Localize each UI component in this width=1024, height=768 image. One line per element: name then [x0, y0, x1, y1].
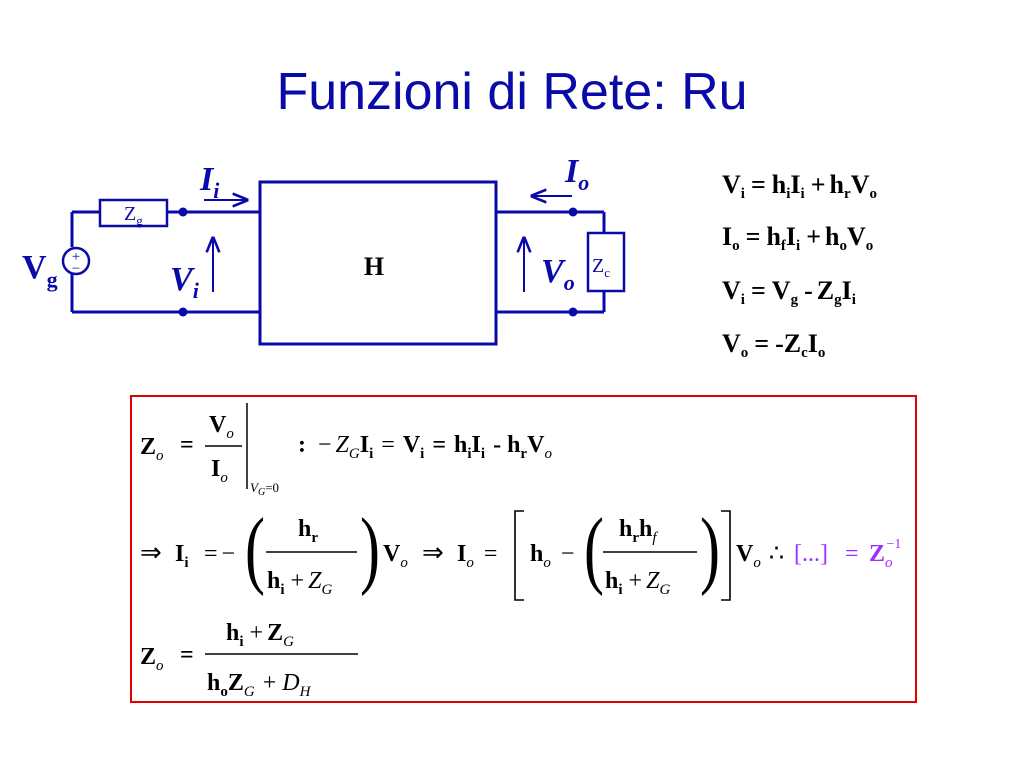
- l2-arrow: ⇒: [140, 538, 162, 567]
- l2-zo-inverse: Zo−1: [869, 537, 901, 571]
- l1-eq: =: [180, 432, 194, 458]
- l2-paren-open-1: (: [245, 501, 265, 598]
- zg-impedance: [98, 198, 169, 228]
- l2-ii: Ii: [175, 541, 189, 571]
- zc-label: Zc: [592, 255, 610, 280]
- zc-impedance: [586, 231, 626, 293]
- l2-f2-den: hi+ZG: [605, 568, 670, 598]
- l3-zo: Zo: [140, 644, 164, 674]
- source-label: Vg: [22, 249, 58, 292]
- vi-label: Vi: [170, 261, 200, 303]
- ii-label: Ii: [199, 161, 220, 203]
- equation-4: Vo=-ZcIo: [722, 329, 825, 361]
- io-label: Io: [564, 153, 589, 195]
- l2-f1-den: hi+ZG: [267, 568, 332, 598]
- bracket-open: [514, 510, 524, 601]
- l2-highlight-eq: =: [845, 541, 859, 567]
- derivation-content: Zo = Vo Io VG=0 :−ZGIi=Vi=hiIi-hrVo ⇒ Ii…: [140, 403, 901, 700]
- circuit-diagram: [61, 180, 626, 346]
- zg-label: Zg: [124, 203, 143, 228]
- l3-eq: =: [180, 642, 194, 668]
- l2-f1-num: hr: [298, 516, 318, 546]
- l3-num: hi+ZG: [226, 620, 294, 650]
- l2-vo: Vo: [383, 541, 408, 571]
- voltage-source-icon: [61, 246, 91, 276]
- l2-arrow-2: ⇒: [422, 538, 444, 567]
- l2-paren-close-1: ): [360, 501, 380, 598]
- l2-ho: ho−: [530, 541, 574, 571]
- slide-title: Funzioni di Rete: Ru: [276, 63, 748, 121]
- terminal-node: [568, 307, 578, 317]
- source-plus-sign: +: [72, 249, 80, 265]
- l1-condition: VG=0: [250, 480, 279, 498]
- source-minus-sign: −: [72, 261, 80, 277]
- l1-den: Io: [211, 456, 228, 486]
- equation-1: Vi=hiIi+hrVo: [722, 170, 877, 202]
- l2-paren-close-2: ): [700, 501, 720, 598]
- terminal-node: [178, 207, 188, 217]
- two-port-block: [258, 180, 498, 346]
- l2-f2-num: hrhf: [619, 516, 658, 546]
- equation-3: Vi=Vg-ZgIi: [722, 276, 856, 308]
- l2-io: Io=: [457, 541, 497, 571]
- l1-rhs: :−ZGIi=Vi=hiIi-hrVo: [298, 432, 552, 462]
- l2-paren-open-2: (: [584, 501, 604, 598]
- vo-label: Vo: [541, 253, 575, 295]
- derivation-box: [130, 395, 917, 703]
- equation-2: Io=hfIi+hoVo: [722, 222, 873, 254]
- l1-zo: Zo: [140, 434, 164, 464]
- l3-den: hoZG+DH: [207, 670, 312, 700]
- h-parameter-equations: Vi=hiIi+hrVo Io=hfIi+hoVo Vi=Vg-ZgIi Vo=…: [722, 170, 877, 361]
- l2-highlight-dots: [...]: [794, 541, 828, 567]
- block-label: H: [364, 252, 384, 281]
- bracket-close: [721, 510, 731, 601]
- terminal-node: [178, 307, 188, 317]
- l1-num: Vo: [209, 412, 234, 442]
- l2-vo-2: Vo∴: [736, 541, 784, 571]
- terminal-node: [568, 207, 578, 217]
- l2-eq: =−: [204, 541, 235, 567]
